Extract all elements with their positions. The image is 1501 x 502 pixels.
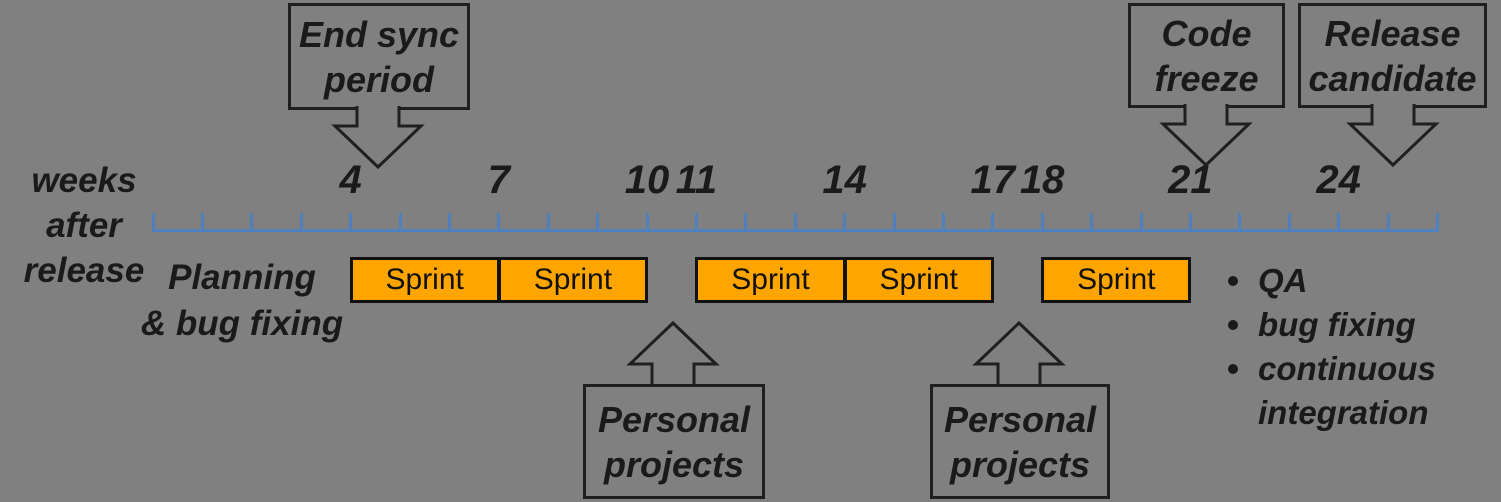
callout-text-line: period <box>323 58 434 100</box>
callout-end-sync-period: End sync period <box>288 3 470 110</box>
qa-phase-bullet: continuous integration <box>1222 347 1453 435</box>
timeline-tick <box>843 213 847 229</box>
timeline-tick <box>1337 213 1341 229</box>
week-number-label: 24 <box>1316 158 1361 202</box>
qa-phase-list: QA bug fixing continuous integration <box>1222 259 1462 435</box>
timeline-tick <box>497 213 501 229</box>
timeline-tick <box>1435 213 1439 229</box>
timeline-tick <box>991 213 995 229</box>
callout-text-line: Release <box>1324 12 1461 54</box>
timeline-tick <box>349 213 353 229</box>
sprint-box: Sprint <box>843 257 994 303</box>
callout-personal-projects-1: Personal projects <box>583 384 765 499</box>
timeline-tick <box>645 213 649 229</box>
down-arrow-code-freeze <box>1159 104 1253 168</box>
sprint-box: Sprint <box>497 257 648 303</box>
callout-personal-projects-2: Personal projects <box>930 384 1110 499</box>
callout-text-line: projects <box>603 443 745 485</box>
timeline-tick <box>398 213 402 229</box>
timeline-tick <box>299 213 303 229</box>
timeline-tick <box>1139 213 1143 229</box>
week-number-label: 10 <box>624 158 670 202</box>
timeline-tick <box>1386 213 1390 229</box>
axis-caption-line: after <box>46 206 122 245</box>
week-number-label: 7 <box>487 158 510 202</box>
callout-text-line: freeze <box>1154 57 1259 99</box>
callout-text-line: projects <box>949 443 1091 485</box>
week-number-label: 4 <box>339 158 362 202</box>
sprint-label: Sprint <box>731 263 810 296</box>
timeline-tick <box>1040 213 1044 229</box>
callout-code-freeze: Code freeze <box>1128 3 1285 108</box>
down-arrow-end-sync <box>331 106 425 170</box>
callout-text-line: Personal <box>597 398 751 440</box>
axis-caption-line: release <box>23 251 145 290</box>
timeline-tick <box>1188 213 1192 229</box>
timeline-tick <box>892 213 896 229</box>
timeline-baseline <box>152 229 1440 232</box>
planning-phase-label: Planning & bug fixing <box>132 255 352 347</box>
sprint-label: Sprint <box>879 263 958 296</box>
week-number-label: 14 <box>822 158 867 202</box>
qa-phase-bullet: QA <box>1222 259 1453 303</box>
timeline-tick <box>694 213 698 229</box>
week-number-label: 18 <box>1019 158 1065 202</box>
axis-caption-line: weeks <box>31 161 137 200</box>
sprint-box: Sprint <box>349 257 500 303</box>
week-number-label: 17 <box>970 158 1016 202</box>
timeline-tick <box>250 213 254 229</box>
week-number-label: 11 <box>675 158 718 202</box>
timeline-tick <box>546 213 550 229</box>
axis-caption: weeks after release <box>4 158 164 293</box>
qa-phase-bullet: bug fixing <box>1222 303 1453 347</box>
sprint-box: Sprint <box>695 257 846 303</box>
sprint-label: Sprint <box>533 263 613 296</box>
planning-phase-line: & bug fixing <box>140 304 344 343</box>
timeline-tick <box>200 213 204 229</box>
down-arrow-release-candidate <box>1346 104 1440 168</box>
sprint-box: Sprint <box>1041 257 1192 303</box>
planning-phase-line: Planning <box>168 258 316 297</box>
timeline-tick <box>744 213 748 229</box>
timeline-tick <box>941 213 945 229</box>
timeline-tick <box>1090 213 1094 229</box>
up-arrow-personal-projects-1 <box>626 320 720 386</box>
timeline-tick <box>596 213 600 229</box>
timeline-tick <box>1287 213 1291 229</box>
up-arrow-personal-projects-2 <box>972 320 1066 386</box>
callout-text-line: Personal <box>943 398 1097 440</box>
callout-text-line: candidate <box>1308 57 1477 99</box>
timeline-tick <box>793 213 797 229</box>
timeline-tick <box>151 213 155 229</box>
callout-text-line: Code <box>1161 12 1252 54</box>
callout-release-candidate: Release candidate <box>1298 3 1487 108</box>
timeline-tick <box>1238 213 1242 229</box>
callout-text-line: End sync <box>298 13 460 55</box>
sprint-label: Sprint <box>385 263 464 296</box>
timeline-tick <box>447 213 451 229</box>
sprint-label: Sprint <box>1077 263 1156 296</box>
